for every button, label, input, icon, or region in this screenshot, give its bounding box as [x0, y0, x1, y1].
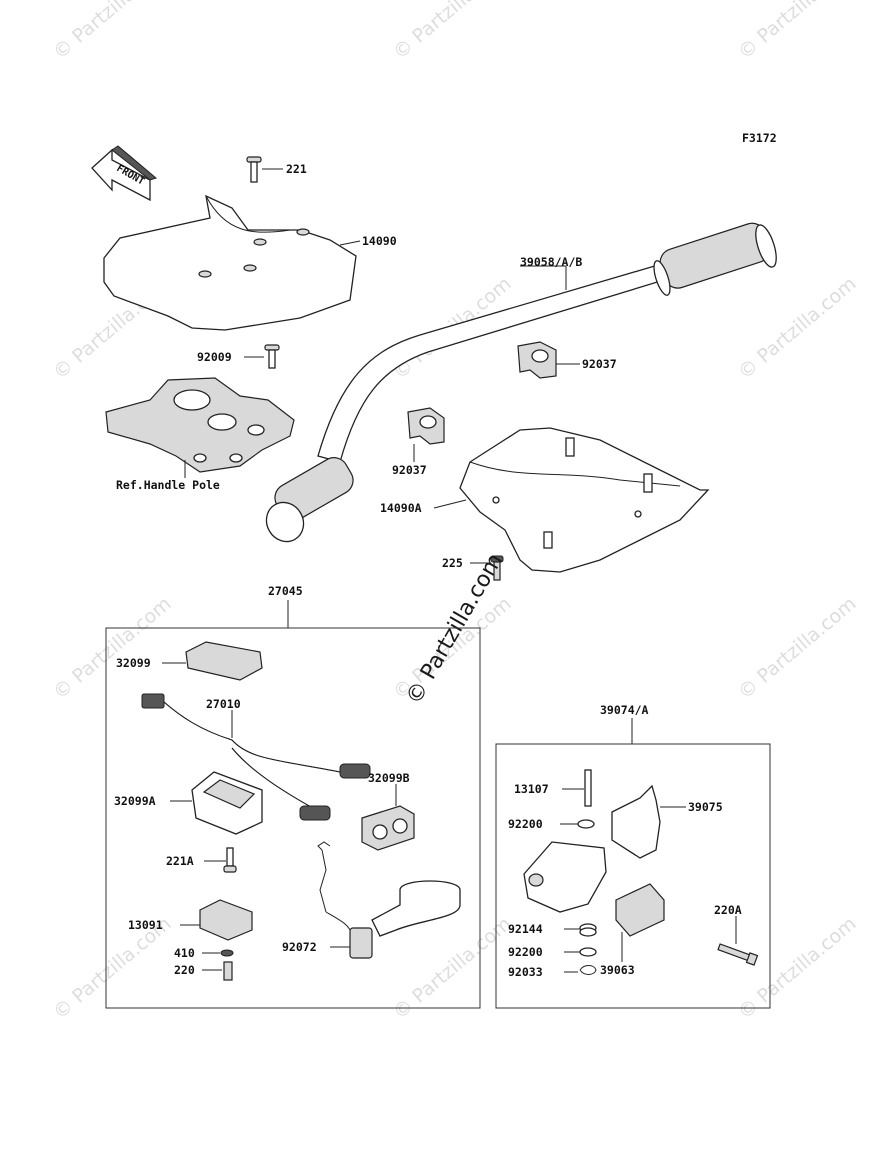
label-92144: 92144 [508, 922, 543, 936]
screw-225 [470, 555, 504, 581]
cover-14090a [433, 427, 710, 573]
handlebar-39058 [265, 222, 777, 543]
label-14090a: 14090A [380, 501, 422, 515]
watermark: © Partzilla.com [734, 593, 860, 704]
screw-220a [717, 916, 759, 966]
label-32099b: 32099B [368, 771, 410, 785]
label-92033: 92033 [508, 965, 543, 979]
pin-13107 [562, 769, 592, 807]
label-410: 410 [174, 946, 195, 960]
label-14090: 14090 [362, 234, 397, 248]
label-225: 225 [442, 556, 463, 570]
figure-code: F3172 [742, 131, 777, 145]
watermark: © Partzilla.com [734, 913, 860, 1024]
label-220a: 220A [714, 903, 742, 917]
watermark-layer: © Partzilla.com © Partzilla.com © Partzi… [49, 0, 860, 1024]
clamp-92037-lower [407, 407, 445, 462]
washer-92200-upper [560, 819, 595, 829]
label-13091: 13091 [128, 918, 163, 932]
holder-32099b [361, 784, 415, 851]
label-221a: 221A [166, 854, 194, 868]
box-27045 [105, 627, 481, 1009]
cover-39063 [615, 883, 665, 962]
watermark: © Partzilla.com [734, 0, 860, 64]
label-92200-upper: 92200 [508, 817, 543, 831]
clip-92033 [564, 965, 597, 975]
screw-92009 [244, 344, 280, 369]
harness-27010 [141, 693, 371, 821]
spring-92144 [564, 923, 597, 937]
washer-92200-lower [564, 947, 597, 957]
throttle-housing [523, 841, 607, 913]
front-arrow: FRONT [91, 145, 158, 202]
label-220: 220 [174, 963, 195, 977]
clamp-92037-upper [517, 341, 580, 379]
switch-32099a [170, 771, 263, 835]
bracket-13091 [180, 899, 253, 941]
label-92009: 92009 [197, 350, 232, 364]
screw-221a [204, 847, 237, 873]
label-92072: 92072 [282, 940, 317, 954]
label-27010: 27010 [206, 697, 241, 711]
label-39074: 39074/A [600, 703, 649, 717]
box-39074 [495, 743, 771, 1009]
label-92037-lower: 92037 [392, 463, 427, 477]
label-92200-lower: 92200 [508, 945, 543, 959]
watermark: © Partzilla.com [389, 0, 515, 64]
watermark: © Partzilla.com [734, 273, 860, 384]
lanyard-92072 [317, 841, 461, 959]
label-32099: 32099 [116, 656, 151, 670]
label-92037-upper: 92037 [582, 357, 617, 371]
label-221: 221 [286, 162, 307, 176]
label-ref-handle-pole: Ref.Handle Pole [116, 478, 220, 492]
label-39075: 39075 [688, 800, 723, 814]
watermark: © Partzilla.com [49, 593, 175, 704]
lever-39075 [611, 784, 686, 859]
screw-220 [202, 961, 233, 981]
cover-32099 [162, 641, 263, 681]
washer-410 [202, 949, 234, 957]
label-39063: 39063 [600, 963, 635, 977]
cover-14090 [103, 194, 361, 331]
label-32099a: 32099A [114, 794, 156, 808]
label-27045: 27045 [268, 584, 303, 598]
screw-221 [246, 156, 283, 183]
label-13107: 13107 [514, 782, 549, 796]
watermark: © Partzilla.com [389, 913, 515, 1024]
watermark: © Partzilla.com [49, 0, 175, 64]
handle-pole-plate [105, 377, 295, 478]
label-39058: 39058/A/B [520, 255, 582, 269]
